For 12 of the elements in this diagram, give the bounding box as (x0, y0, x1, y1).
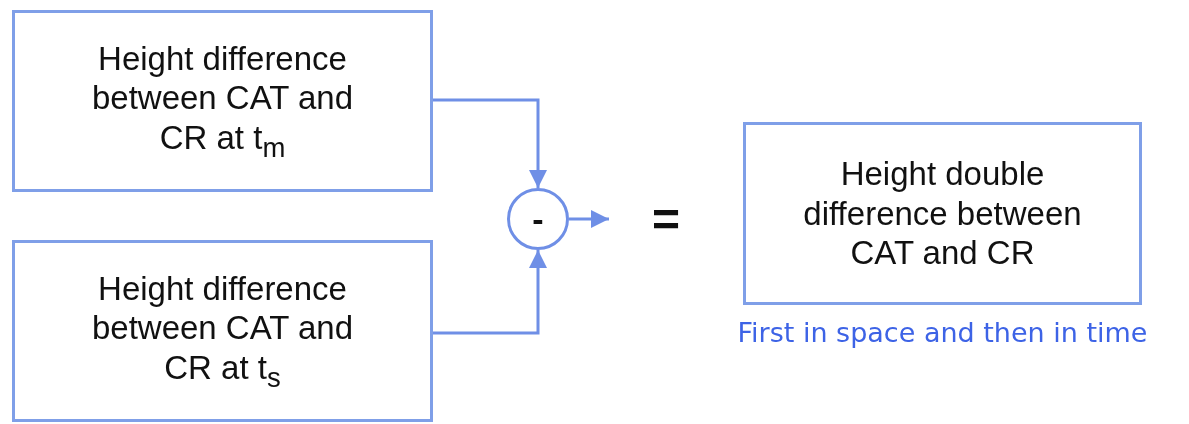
box-caption: First in space and then in time (737, 317, 1148, 348)
process-box (743, 122, 1142, 305)
arrow (569, 210, 609, 228)
box-text: Height difference between CAT and CR at t$_{s}$ (90, 268, 355, 394)
equals-sign: = (652, 196, 681, 244)
box-text: Height difference between CAT and CR at t$_{m}$ (90, 38, 355, 164)
operator-symbol: - (532, 202, 544, 236)
box-text: Height double difference between CAT and CR (802, 154, 1083, 273)
arrow (433, 250, 547, 335)
process-box (12, 10, 433, 192)
process-box (12, 240, 433, 422)
arrow (433, 98, 547, 188)
